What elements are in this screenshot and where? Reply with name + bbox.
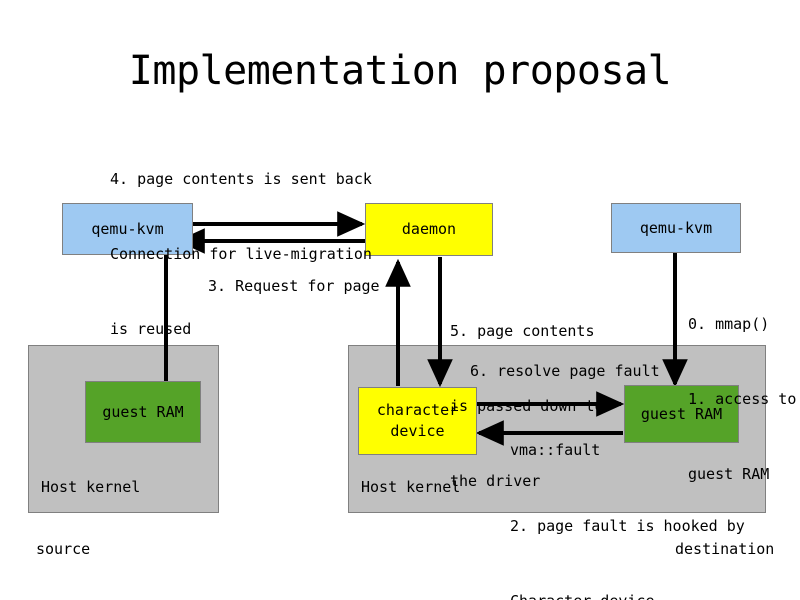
note-step-5-line-2: is passed down to xyxy=(450,397,604,415)
note-step-3: 3. Request for page xyxy=(208,277,380,295)
note-step-5-line-3: the driver xyxy=(450,472,541,490)
destination-host-kernel-label: Host kernel xyxy=(361,478,461,496)
note-step-4-line-2: Connection for live-migration xyxy=(110,245,372,263)
note-step-2-line-1: 2. page fault is hooked by xyxy=(510,517,745,535)
note-step-4: 4. page contents is sent back Connection… xyxy=(110,117,372,392)
page-title: Implementation proposal xyxy=(128,48,672,94)
note-step-4-line-1: 4. page contents is sent back xyxy=(110,170,372,188)
note-step-4-line-3: is reused xyxy=(110,320,192,338)
source-caption: source xyxy=(36,540,91,558)
note-step-2-line-2: Character device. xyxy=(510,589,745,600)
note-vma-fault: vma::fault xyxy=(510,441,601,459)
note-steps-0-1: 0. mmap() 1. access to guest RAM xyxy=(688,262,796,537)
note-step-1-line-2: guest RAM xyxy=(688,465,770,483)
note-step-5: 5. page contents is passed down to the d… xyxy=(450,269,604,544)
note-step-0-line: 0. mmap() xyxy=(688,315,770,333)
destination-qemu-kvm-box[interactable]: qemu-kvm xyxy=(611,203,741,253)
source-host-kernel-label: Host kernel xyxy=(41,478,141,496)
character-device-box[interactable]: character device xyxy=(358,387,477,455)
note-step-1-line-1: 1. access to xyxy=(688,390,797,408)
note-step-2: 2. page fault is hooked by Character dev… xyxy=(510,464,745,600)
note-step-5-line-1: 5. page contents xyxy=(450,322,595,340)
note-step-6: 6. resolve page fault xyxy=(470,362,660,380)
destination-caption: destination xyxy=(675,540,775,558)
daemon-box[interactable]: daemon xyxy=(365,203,493,256)
